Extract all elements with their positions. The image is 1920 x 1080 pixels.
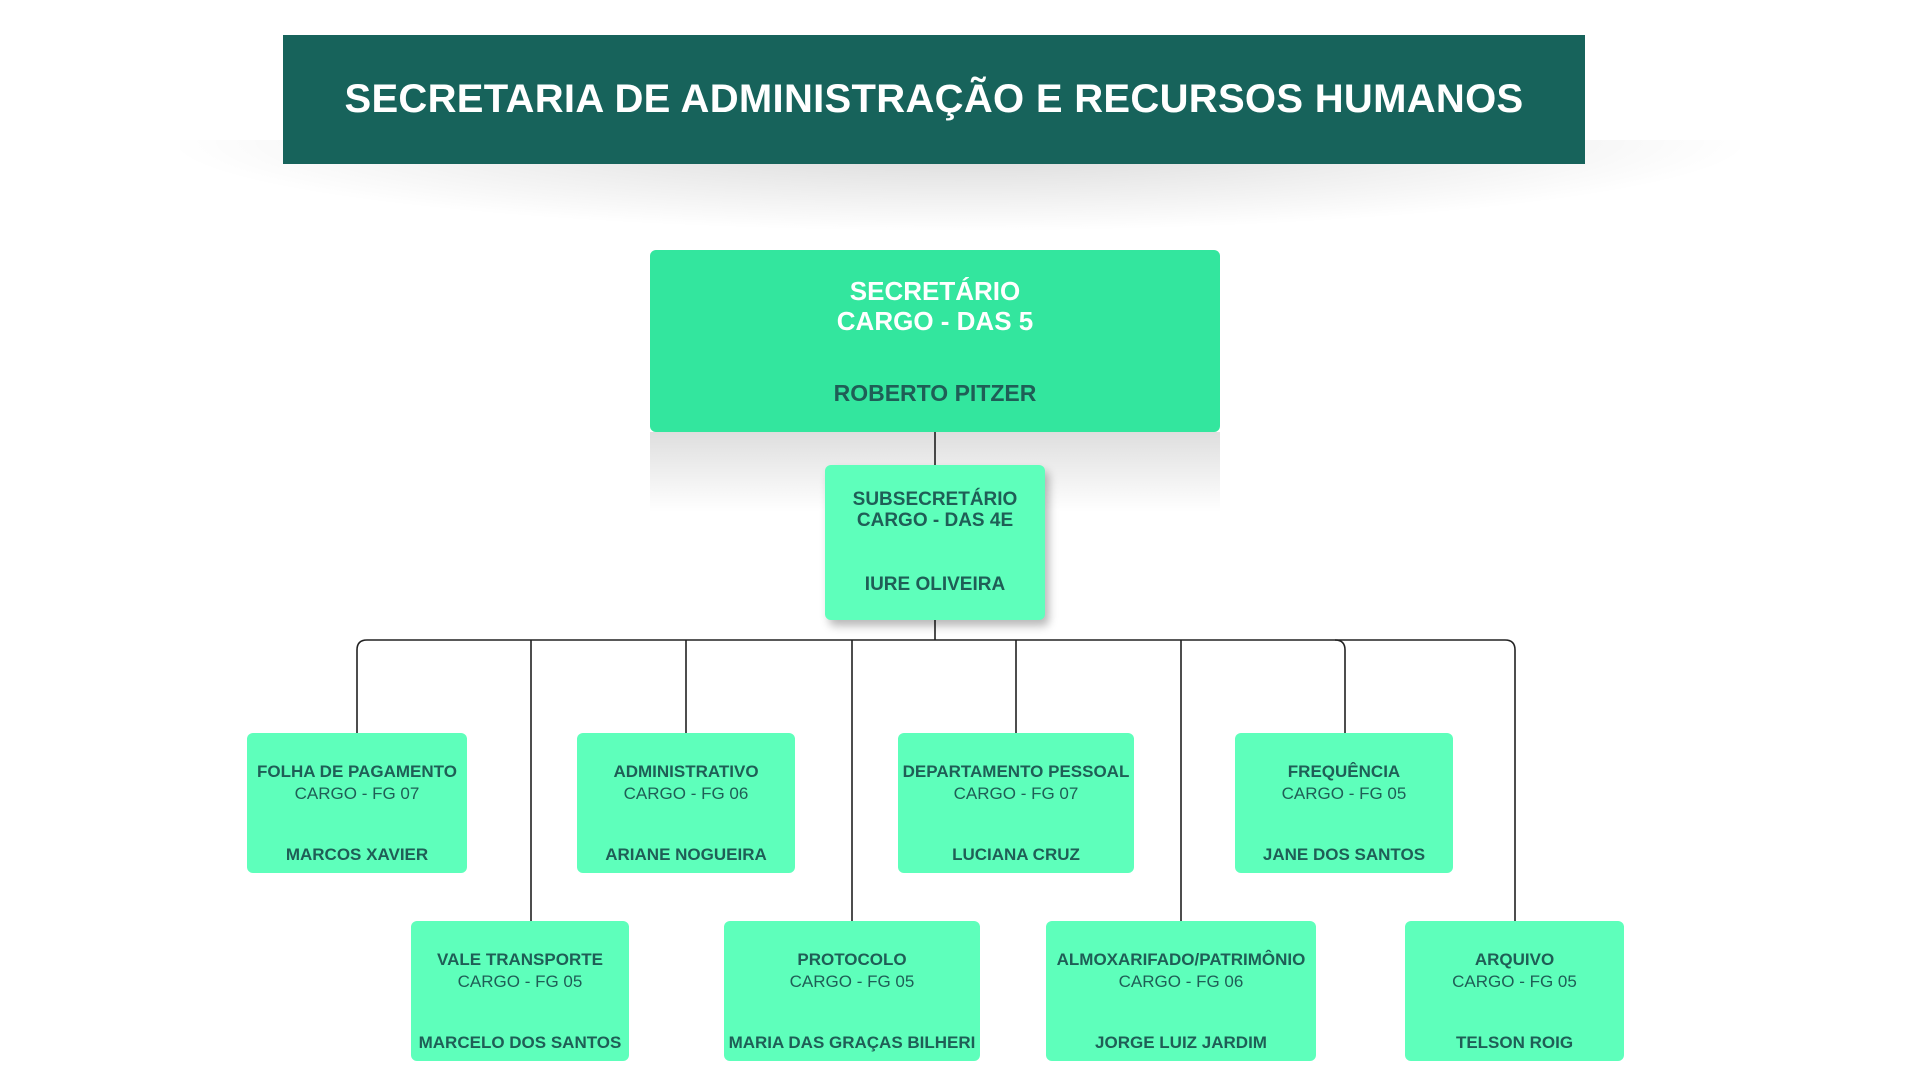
node-role: FOLHA DE PAGAMENTO [257,762,457,781]
node-protocolo: PROTOCOLO CARGO - FG 05 MARIA DAS GRAÇAS… [724,921,980,1061]
node-role: DEPARTAMENTO PESSOAL [902,762,1130,781]
node-grade: CARGO - FG 05 [789,972,915,991]
node-grade: CARGO - FG 07 [294,784,420,803]
node-name: ROBERTO PITZER [833,380,1037,406]
node-name: MARCOS XAVIER [285,845,429,864]
node-name: MARIA DAS GRAÇAS BILHERI [728,1033,976,1052]
node-grade: CARGO - FG 05 [457,972,583,991]
node-departamento-pessoal: DEPARTAMENTO PESSOAL CARGO - FG 07 LUCIA… [898,733,1134,873]
connector-bus [356,639,1516,651]
node-administrativo: ADMINISTRATIVO CARGO - FG 06 ARIANE NOGU… [577,733,795,873]
node-arquivo: ARQUIVO CARGO - FG 05 TELSON ROIG [1405,921,1624,1061]
node-grade: CARGO - FG 05 [1452,972,1577,991]
node-name: TELSON ROIG [1455,1033,1574,1052]
node-name: MARCELO DOS SANTOS [418,1033,622,1052]
node-role: ALMOXARIFADO/PATRIMÔNIO [1056,950,1306,969]
node-role: PROTOCOLO [797,950,907,969]
node-name: LUCIANA CRUZ [952,845,1080,864]
node-grade: CARGO - FG 06 [623,784,749,803]
title-banner: SECRETARIA DE ADMINISTRAÇÃO E RECURSOS H… [283,35,1585,164]
node-role: ADMINISTRATIVO [613,762,759,781]
node-almoxarifado-patrimonio: ALMOXARIFADO/PATRIMÔNIO CARGO - FG 06 JO… [1046,921,1316,1061]
node-vale-transporte: VALE TRANSPORTE CARGO - FG 05 MARCELO DO… [411,921,629,1061]
node-grade: CARGO - FG 06 [1118,972,1244,991]
node-grade: CARGO - DAS 5 [836,306,1034,336]
node-name: IURE OLIVEIRA [864,574,1006,595]
node-grade: CARGO - FG 05 [1281,784,1407,803]
node-role: VALE TRANSPORTE [437,950,603,969]
node-name: JORGE LUIZ JARDIM [1095,1033,1267,1052]
node-role: ARQUIVO [1474,950,1555,969]
node-grade: CARGO - DAS 4E [856,510,1014,531]
node-role: FREQUÊNCIA [1287,762,1401,781]
node-secretario: SECRETÁRIO CARGO - DAS 5 ROBERTO PITZER [650,250,1220,432]
page-title: SECRETARIA DE ADMINISTRAÇÃO E RECURSOS H… [344,77,1524,121]
node-name: ARIANE NOGUEIRA [605,845,767,864]
node-role: SECRETÁRIO [849,276,1021,306]
connector-frequencia [1334,639,1346,733]
node-grade: CARGO - FG 07 [953,784,1079,803]
node-folha-de-pagamento: FOLHA DE PAGAMENTO CARGO - FG 07 MARCOS … [247,733,467,873]
node-name: JANE DOS SANTOS [1262,845,1426,864]
node-role: SUBSECRETÁRIO [852,489,1018,510]
node-subsecretario: SUBSECRETÁRIO CARGO - DAS 4E IURE OLIVEI… [825,465,1045,620]
node-frequencia: FREQUÊNCIA CARGO - FG 05 JANE DOS SANTOS [1235,733,1453,873]
